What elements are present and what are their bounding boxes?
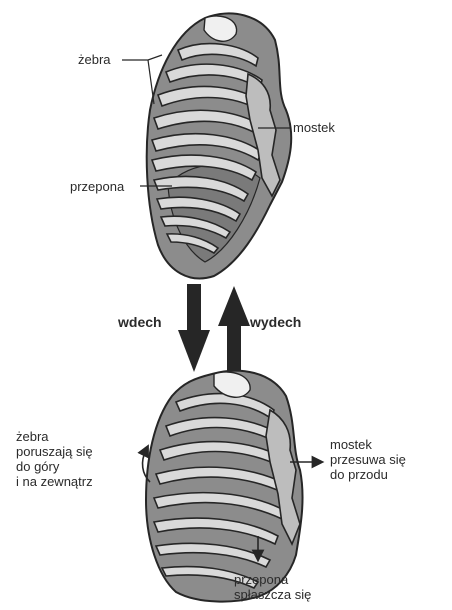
exhale-label: wydech <box>250 315 301 330</box>
ribcage-exhale <box>147 13 292 278</box>
sternum-label: mostek <box>293 120 335 135</box>
sternum-movement-note: mostek przesuwa się do przodu <box>330 437 406 482</box>
diaphragm-label: przepona <box>70 179 124 194</box>
diaphragm-movement-note: przepona spłaszcza się <box>234 572 311 602</box>
inhale-label: wdech <box>118 315 162 330</box>
arrow-up-icon <box>218 286 250 372</box>
arrow-down-icon <box>178 284 210 372</box>
ribcage-inhale <box>146 371 303 602</box>
ribs-label: żebra <box>78 52 111 67</box>
ribs-movement-note: żebra poruszają się do góry i na zewnątr… <box>16 429 93 489</box>
